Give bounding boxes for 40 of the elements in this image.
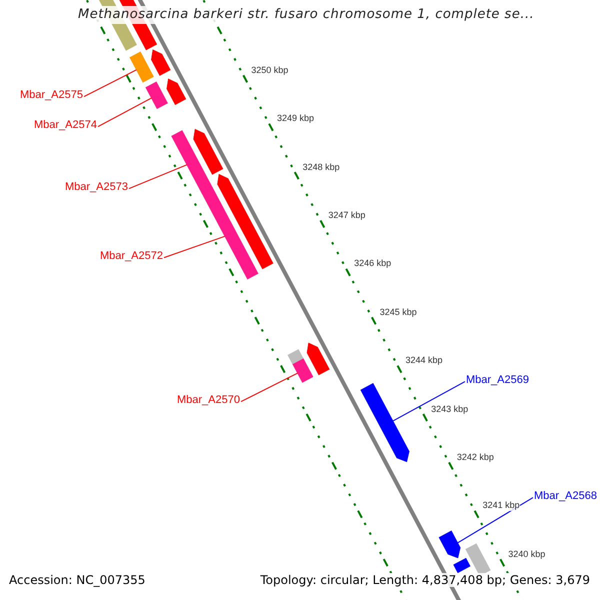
gene-block [130,52,154,82]
scale-label: 3240 kbp [508,548,546,560]
gene-block [292,358,314,383]
gene-label: Mbar_A2570 [177,394,240,408]
scale-label: 3247 kbp [328,210,366,221]
gene-label: Mbar_A2569 [466,374,529,388]
gene-label: Mbar_A2573 [65,181,128,194]
gene-block [438,530,461,558]
leader-line [84,69,137,98]
scale-label: 3246 kbp [354,258,392,270]
gene-block [151,50,171,76]
leader-line [98,98,152,128]
gene-label: Mbar_A2574 [34,119,97,132]
leader-line [128,164,188,190]
gene-label: Mbar_A2568 [534,490,597,504]
gene-block [288,349,304,364]
gene-block [202,188,258,280]
scale-label: 3248 kbp [302,162,340,172]
gene-block [145,82,168,109]
leader-line [457,497,534,544]
leader-line [240,372,298,402]
gene-label: Mbar_A2572 [100,250,163,264]
scale-label: 3241 kbp [482,500,520,512]
gene-block [193,129,224,175]
scale-label: 3242 kbp [456,452,494,463]
scale-label: 3250 kbp [251,64,288,76]
gene-block [217,174,274,270]
gene-block [306,342,330,376]
scale-label: 3245 kbp [380,306,417,318]
scale-label: 3249 kbp [276,113,314,124]
leader-line [164,236,226,258]
gene-label: Mbar_A2575 [20,89,83,102]
scale-label: 3244 kbp [405,355,442,366]
gene-block [166,78,186,105]
genome-info-text: Topology: circular; Length: 4,837,408 bp; Genes: 3,679 [258,573,592,588]
accession-text: Accession: NC_007355 [7,573,148,588]
scale-label: 3243 kbp [431,404,468,414]
leader-line [392,381,466,422]
gene-block [171,130,213,194]
gene-block [360,383,410,462]
